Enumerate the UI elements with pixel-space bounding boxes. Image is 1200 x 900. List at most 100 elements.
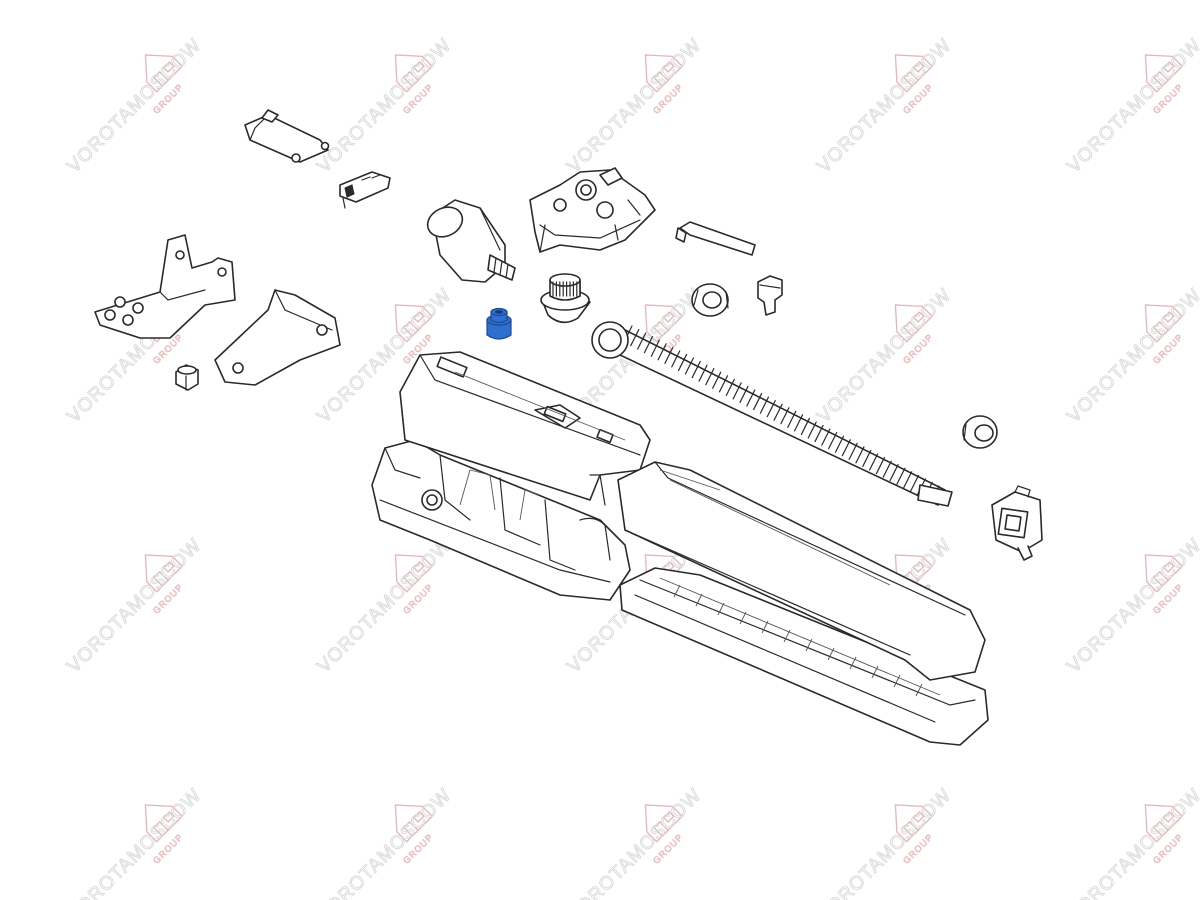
watermark-logo-icon [894,54,934,93]
watermark-logo-icon [894,804,934,843]
nut-ring [691,283,729,317]
screw-thread [746,389,756,407]
screw-thread [875,456,886,475]
watermark-brand: VOROTAMOSCOW [63,785,206,900]
screw-thread [882,460,892,478]
screw-thread [834,435,845,453]
screw-thread [793,414,804,432]
lever-rod [675,221,756,256]
screw-thread [691,360,701,379]
screw-thread [739,385,749,404]
bottom-tray [619,567,989,746]
watermark-logo-icon [644,804,684,843]
watermark-logo-icon [394,554,434,593]
highlighted-bushing [486,307,512,340]
screw-thread [889,464,899,482]
screw-thread [718,375,729,393]
watermark-logo-icon [1144,54,1184,93]
end-fitting [991,485,1043,561]
screw-thread [800,417,810,436]
screw-thread [862,449,872,468]
screw-thread [869,453,879,471]
collar-ring [962,415,998,449]
watermark-logo-icon [894,304,934,343]
watermark-brand: VOROTAMOSCOW [313,785,456,900]
tray-slot [717,602,725,616]
watermark-brand: VOROTAMOSCOW [563,785,706,900]
watermark-logo-icon [1144,304,1184,343]
watermark-logo-icon [394,304,434,343]
watermark-brand: VOROTAMOSCOW [813,35,956,178]
screw-thread [732,382,742,400]
screw-thread [684,357,694,375]
screw-thread [643,336,654,354]
top-cover-front [617,461,986,681]
watermark-brand: VOROTAMOSCOW [1063,35,1200,178]
tray-slot [871,665,879,679]
clip-part [244,109,330,163]
watermark-brand: VOROTAMOSCOW [63,535,206,678]
screw-thread [821,428,831,446]
watermark-logo-icon [1144,804,1184,843]
screw-thread [753,392,763,411]
tray-slot [893,674,901,688]
screw-thread [698,364,708,382]
l-bracket [94,234,236,339]
watermark-logo-icon [644,304,684,343]
watermark-logo-icon [394,54,434,93]
watermark-brand: VOROTAMOSCOW [313,35,456,178]
screw-thread [909,474,920,492]
tray-slot [739,611,747,625]
watermark-brand: VOROTAMOSCOW [313,535,456,678]
screw-thread [677,353,688,372]
screw-thread [855,446,865,464]
watermark-logo-icon [1144,554,1184,593]
watermark-logo-icon [144,554,184,593]
screw-thread [780,407,790,425]
watermark-logo-icon [144,54,184,93]
base-housing [371,439,631,601]
screw-thread [705,368,715,386]
small-connector [339,171,391,209]
screw-thread [650,339,660,357]
screw-thread [787,410,797,428]
screw-thread [903,471,913,489]
watermark-brand: VOROTAMOSCOW [63,35,206,178]
worm-screw [591,321,953,507]
tray-slot [761,620,769,634]
screw-thread [671,350,681,368]
hex-nut [175,364,199,391]
screw-thread [807,421,817,439]
gear-teeth [552,281,581,297]
watermark-brand: VOROTAMOSCOW [813,285,956,428]
screw-thread [637,332,647,350]
watermark-brand: VOROTAMOSCOW [563,35,706,178]
watermark-logo-icon [644,54,684,93]
watermark-brand: VOROTAMOSCOW [1063,285,1200,428]
top-cover-rear [399,351,651,506]
gear-housing [529,167,656,253]
watermark-brand: VOROTAMOSCOW [813,785,956,900]
tray-slot [783,629,791,643]
screw-thread [657,343,667,361]
screw-thread [712,371,722,389]
watermark-logo-icon [394,804,434,843]
tray-slots [673,584,923,697]
screw-thread [630,328,640,347]
screw-thread [828,432,838,450]
watermark-logo-icon [144,804,184,843]
